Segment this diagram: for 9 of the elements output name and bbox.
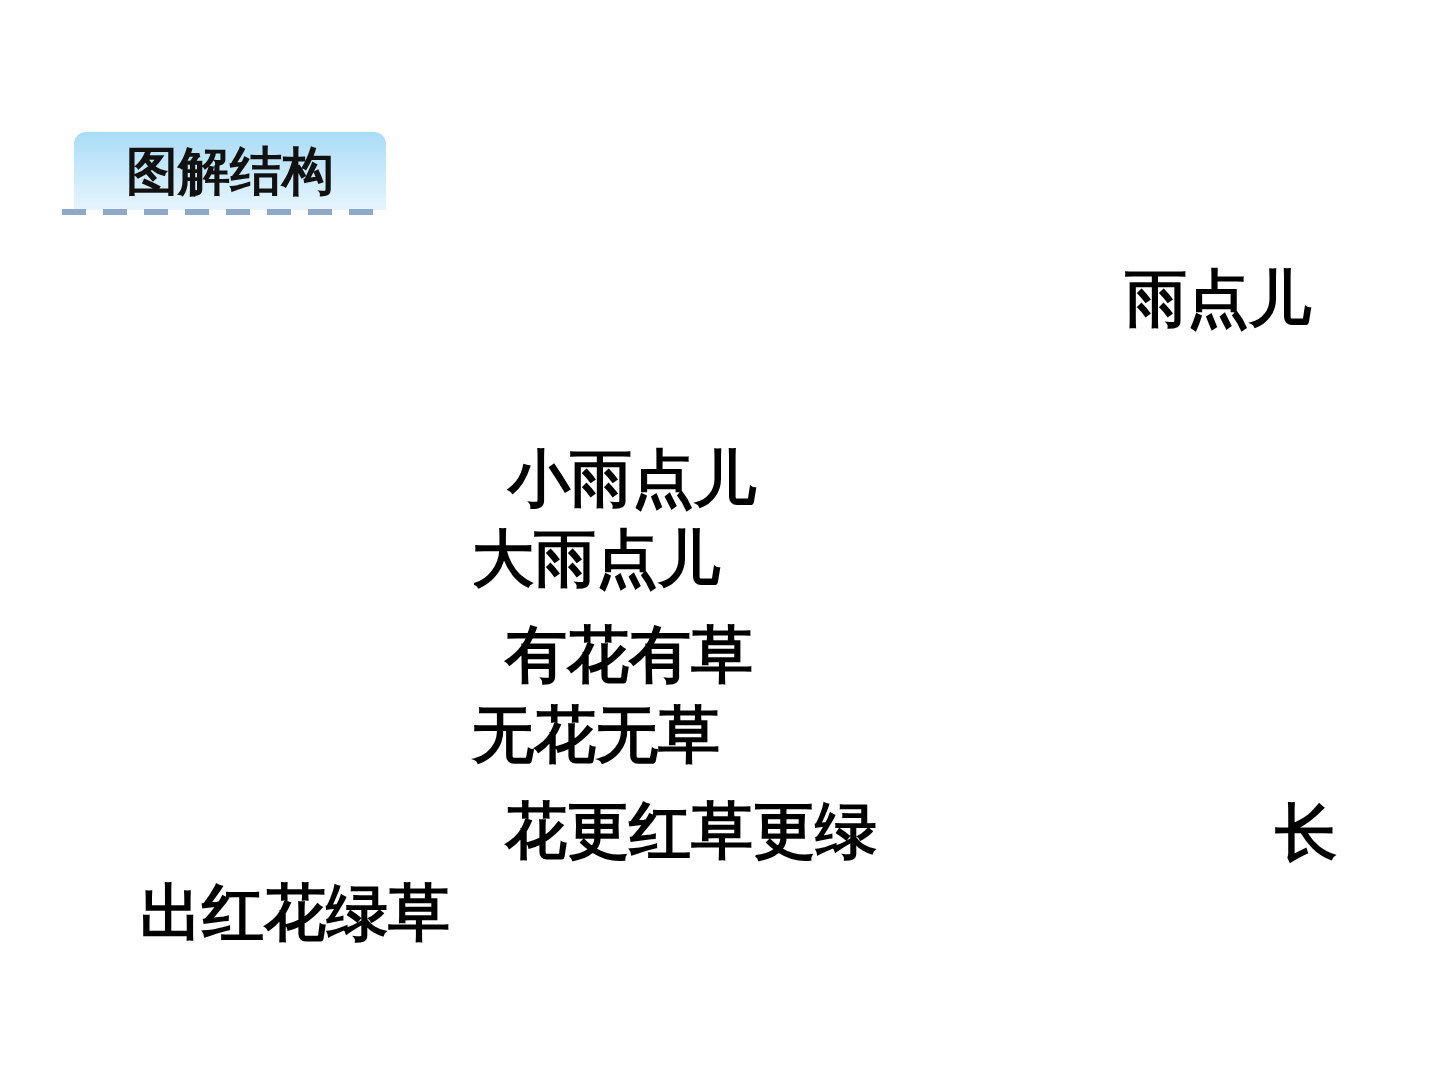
text-label: 出红花绿草	[140, 882, 450, 944]
title: 图解结构	[126, 145, 334, 197]
text-label: 雨点儿	[1125, 268, 1311, 330]
text-label: 花更红草更绿	[505, 800, 877, 862]
text-label: 小雨点儿	[508, 448, 756, 510]
text-label: 大雨点儿	[472, 528, 720, 590]
text-label: 无花无草	[472, 704, 720, 766]
text-label: 长	[1275, 802, 1337, 864]
text-label: 有花有草	[505, 624, 753, 686]
